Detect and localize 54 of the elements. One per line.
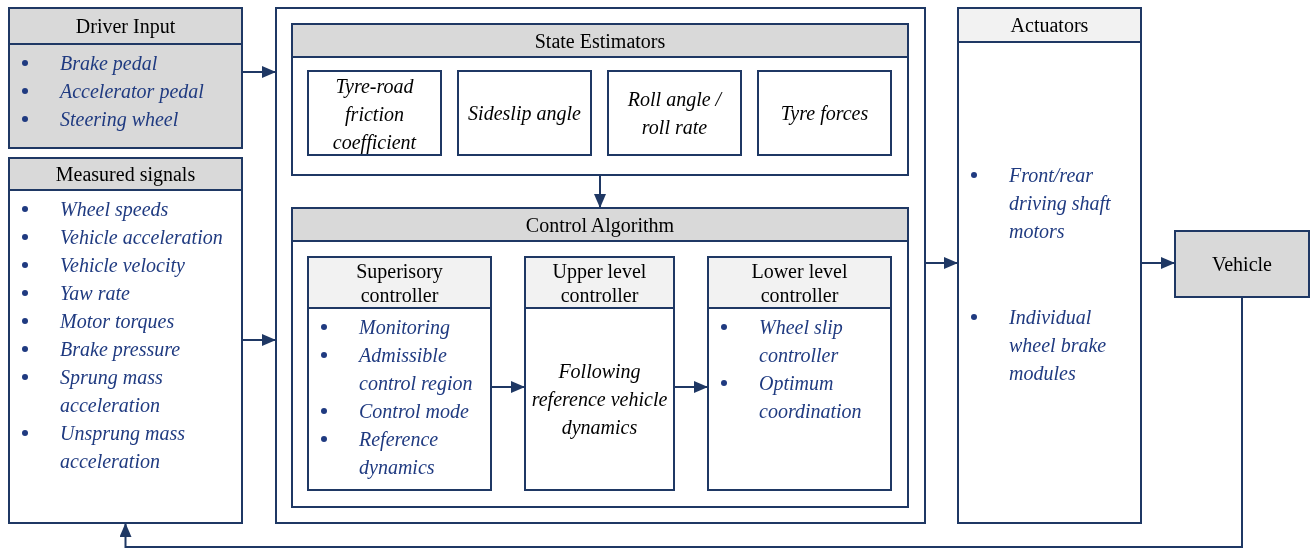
estimator-box (457, 70, 592, 156)
list-item: Reference dynamics (359, 427, 440, 481)
box-header: Lower level controller (709, 258, 890, 309)
arrow (242, 334, 276, 346)
list-item: Sprung mass acceleration (60, 365, 164, 418)
box-header: Measured signals (10, 159, 241, 191)
box-label: Tyre-road friction coefficient (331, 74, 418, 156)
controller-frame (275, 7, 926, 524)
list-item: Control mode (359, 399, 469, 424)
list-item: Optimum coordination (759, 371, 863, 424)
list-item: Accelerator pedal (60, 79, 204, 105)
list-item: Monitoring (359, 315, 451, 341)
arrow (491, 381, 525, 393)
box-label: Vehicle (1212, 252, 1272, 277)
estimator-box (757, 70, 892, 156)
box-header: Actuators (959, 9, 1140, 43)
arrow (1141, 257, 1175, 269)
arrow (119, 297, 1243, 548)
estimator-panel (291, 23, 909, 176)
box-header: Upper level controller (526, 258, 673, 309)
list-item: Yaw rate (60, 281, 130, 306)
box-label: Sideslip angle (468, 101, 581, 127)
box-header: Superisory controller (309, 258, 490, 309)
list-item: Vehicle acceleration (60, 225, 223, 250)
list-item: Motor torques (60, 309, 175, 335)
box-label: Roll angle / roll rate (626, 87, 724, 140)
list-item: Admissible control region (359, 343, 474, 397)
box-label: Tyre forces (780, 101, 869, 127)
algorithm-panel (291, 207, 909, 508)
list-item: Wheel speeds (60, 197, 169, 223)
input-box (8, 7, 243, 149)
list-item: Vehicle velocity (60, 253, 185, 279)
arrow (594, 175, 606, 208)
controller-box (707, 256, 892, 491)
signals-box (8, 157, 243, 524)
list-item: Unsprung mass acceleration (60, 421, 187, 474)
estimator-box (607, 70, 742, 156)
arrow (242, 66, 276, 78)
list-item: Wheel slip controller (759, 315, 844, 368)
list-item: Individual wheel brake modules (1009, 305, 1108, 386)
list-item: Front/rear driving shaft motors (1009, 163, 1112, 244)
box-label: Following reference vehicle dynamics (530, 359, 669, 441)
list-item: Brake pressure (60, 337, 181, 363)
list-item: Brake pedal (60, 51, 158, 77)
box-header: Control Algorithm (293, 209, 907, 242)
list-item: Steering wheel (60, 107, 179, 133)
arrow (674, 381, 708, 393)
controller-box (524, 256, 675, 491)
arrow (925, 257, 958, 269)
vehicle-box (1174, 230, 1310, 298)
controller-box (307, 256, 492, 491)
box-header: State Estimators (293, 25, 907, 58)
actuator-box (957, 7, 1142, 524)
estimator-box (307, 70, 442, 156)
